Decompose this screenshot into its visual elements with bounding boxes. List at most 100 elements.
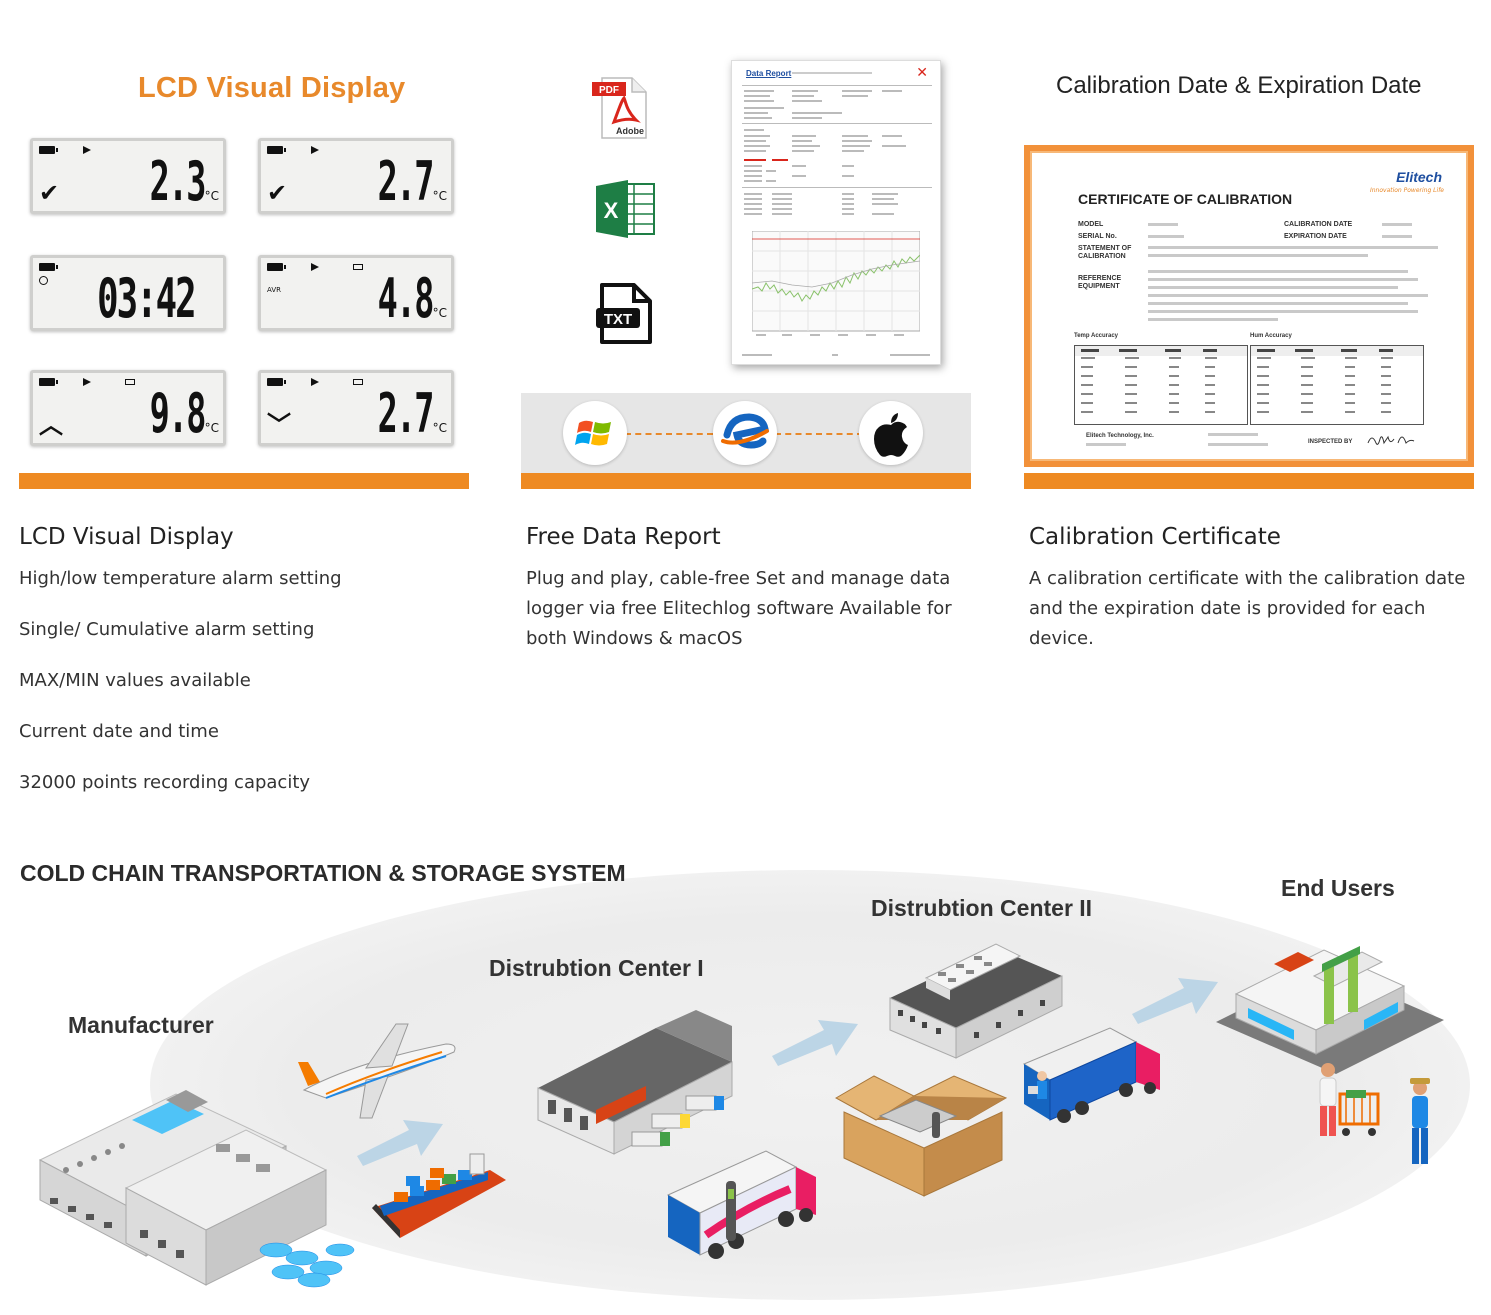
lcd-value: 9.8 bbox=[150, 382, 207, 445]
check-indicator-icon: ✔ bbox=[39, 179, 60, 207]
lcd-screen-3: 03:42 bbox=[30, 255, 226, 331]
field-expiration-date: EXPIRATION DATE bbox=[1284, 233, 1347, 240]
report-feature-description: Plug and play, cable-free Set and manage… bbox=[526, 568, 952, 649]
excel-label: X bbox=[604, 198, 619, 223]
play-icon bbox=[311, 263, 319, 271]
excel-icon: X bbox=[594, 178, 655, 240]
retail-store-icon bbox=[1216, 946, 1444, 1074]
lcd-unit: °C bbox=[432, 189, 447, 203]
cold-chain-title: COLD CHAIN TRANSPORTATION & STORAGE SYST… bbox=[20, 860, 626, 886]
calibration-certificate: Elitech Innovation Powering Life CERTIFI… bbox=[1024, 145, 1474, 467]
pdf-label: PDF bbox=[599, 85, 619, 96]
feature-item: Single/ Cumulative alarm setting bbox=[19, 619, 315, 640]
windows-icon bbox=[563, 401, 627, 465]
lcd-feature-list: High/low temperature alarm setting Singl… bbox=[19, 568, 342, 823]
lcd-value: 03:42 bbox=[97, 267, 197, 330]
temp-accuracy-label: Temp Accuracy bbox=[1074, 333, 1119, 339]
battery-icon bbox=[267, 263, 286, 271]
adobe-label: Adobe bbox=[616, 126, 644, 136]
lcd-feature-title: LCD Visual Display bbox=[19, 524, 234, 550]
stage-end-users-label: End Users bbox=[1281, 875, 1395, 901]
elitech-brand: Elitech bbox=[1396, 169, 1442, 185]
lcd-panel-heading: LCD Visual Display bbox=[138, 72, 406, 104]
clock-icon bbox=[39, 276, 48, 285]
report-panel-accent-bar bbox=[521, 473, 971, 489]
lcd-screen-1: ✔ 2.3 °C bbox=[30, 138, 226, 214]
avr-label: AVR bbox=[267, 286, 281, 294]
lcd-screen-6: ﹀ 2.7 °C bbox=[258, 370, 454, 446]
apple-icon bbox=[859, 401, 923, 465]
field-reference: REFERENCE EQUIPMENT bbox=[1078, 275, 1122, 290]
platform-strip bbox=[521, 393, 971, 473]
battery-icon bbox=[267, 146, 286, 154]
lcd-screen-4: AVR 4.8 °C bbox=[258, 255, 454, 331]
play-icon bbox=[311, 146, 319, 154]
field-calibration-date: CALIBRATION DATE bbox=[1284, 221, 1353, 228]
pdf-icon: PDF Adobe bbox=[592, 76, 650, 139]
field-statement: STATEMENT OF CALIBRATION bbox=[1078, 245, 1132, 260]
memory-icon bbox=[125, 379, 135, 385]
feature-item: Current date and time bbox=[19, 721, 219, 742]
memory-icon bbox=[353, 379, 363, 385]
feature-item: 32000 points recording capacity bbox=[19, 772, 311, 793]
feature-item: High/low temperature alarm setting bbox=[19, 568, 342, 589]
elitech-logo-icon: ✕ bbox=[916, 65, 928, 81]
data-report-document: Data Report ✕ bbox=[731, 60, 941, 365]
lcd-panel-accent-bar bbox=[19, 473, 469, 489]
hum-accuracy-label: Hum Accuracy bbox=[1250, 333, 1292, 339]
battery-icon bbox=[267, 378, 286, 386]
lcd-value: 2.7 bbox=[378, 382, 435, 445]
lcd-unit: °C bbox=[204, 189, 219, 203]
report-graph bbox=[752, 231, 920, 336]
manufacturer-factory-icon bbox=[38, 1090, 355, 1288]
lcd-unit: °C bbox=[432, 421, 447, 435]
lcd-unit: °C bbox=[432, 306, 447, 320]
connector-line bbox=[775, 433, 863, 435]
airplane-icon bbox=[298, 1023, 456, 1119]
calibration-feature-description: A calibration certificate with the calib… bbox=[1029, 568, 1466, 649]
calibration-panel-heading: Calibration Date & Expiration Date bbox=[1056, 72, 1422, 99]
calibration-panel-accent-bar bbox=[1024, 473, 1474, 489]
field-serial: SERIAL No. bbox=[1078, 233, 1117, 240]
hum-accuracy-table bbox=[1250, 345, 1424, 425]
elitech-tagline: Innovation Powering Life bbox=[1369, 187, 1444, 194]
flow-arrow-icon bbox=[772, 1020, 858, 1066]
connector-line bbox=[625, 433, 713, 435]
stage-dc1-label: Distrubtion Center I bbox=[489, 955, 704, 981]
warehouse-dc2-icon bbox=[889, 943, 1063, 1059]
stage-dc2-label: Distrubtion Center II bbox=[871, 895, 1093, 921]
certificate-title: CERTIFICATE OF CALIBRATION bbox=[1078, 191, 1293, 207]
lcd-value: 4.8 bbox=[378, 267, 435, 330]
play-icon bbox=[83, 378, 91, 386]
lcd-screen-2: ✔ 2.7 °C bbox=[258, 138, 454, 214]
feature-item: MAX/MIN values available bbox=[19, 670, 251, 691]
lcd-value: 2.3 bbox=[150, 150, 207, 213]
battery-icon bbox=[39, 146, 58, 154]
temp-accuracy-table bbox=[1074, 345, 1248, 425]
report-feature-title: Free Data Report bbox=[526, 524, 721, 550]
play-icon bbox=[83, 146, 91, 154]
lcd-screen-5: ︿ 9.8 °C bbox=[30, 370, 226, 446]
cargo-ship-icon bbox=[372, 1153, 506, 1238]
memory-icon bbox=[353, 264, 363, 270]
signature-icon bbox=[1367, 435, 1415, 445]
data-report-title: Data Report bbox=[746, 69, 792, 78]
certificate-left-fields: MODEL SERIAL No. STATEMENT OF CALIBRATIO… bbox=[1078, 219, 1148, 291]
lcd-value: 2.7 bbox=[378, 150, 435, 213]
delivery-truck-icon bbox=[1022, 1027, 1160, 1123]
battery-icon bbox=[39, 263, 58, 271]
refrigerated-truck-icon bbox=[666, 1150, 816, 1259]
report-text-rows bbox=[742, 85, 932, 215]
calibration-feature-title: Calibration Certificate bbox=[1029, 524, 1281, 550]
certificate-footer-company: Elitech Technology, Inc. bbox=[1086, 433, 1154, 439]
txt-icon: TXT bbox=[594, 282, 652, 344]
up-arrow-icon: ︿ bbox=[39, 411, 63, 439]
flow-arrow-icon bbox=[1132, 978, 1218, 1024]
battery-icon bbox=[39, 378, 58, 386]
certificate-right-fields: CALIBRATION DATE EXPIRATION DATE bbox=[1284, 219, 1352, 243]
field-model: MODEL bbox=[1078, 221, 1104, 228]
down-arrow-icon: ﹀ bbox=[267, 411, 291, 439]
elitech-icon bbox=[713, 401, 777, 465]
stage-manufacturer-label: Manufacturer bbox=[68, 1012, 214, 1038]
cardboard-box-icon bbox=[834, 1075, 1008, 1197]
